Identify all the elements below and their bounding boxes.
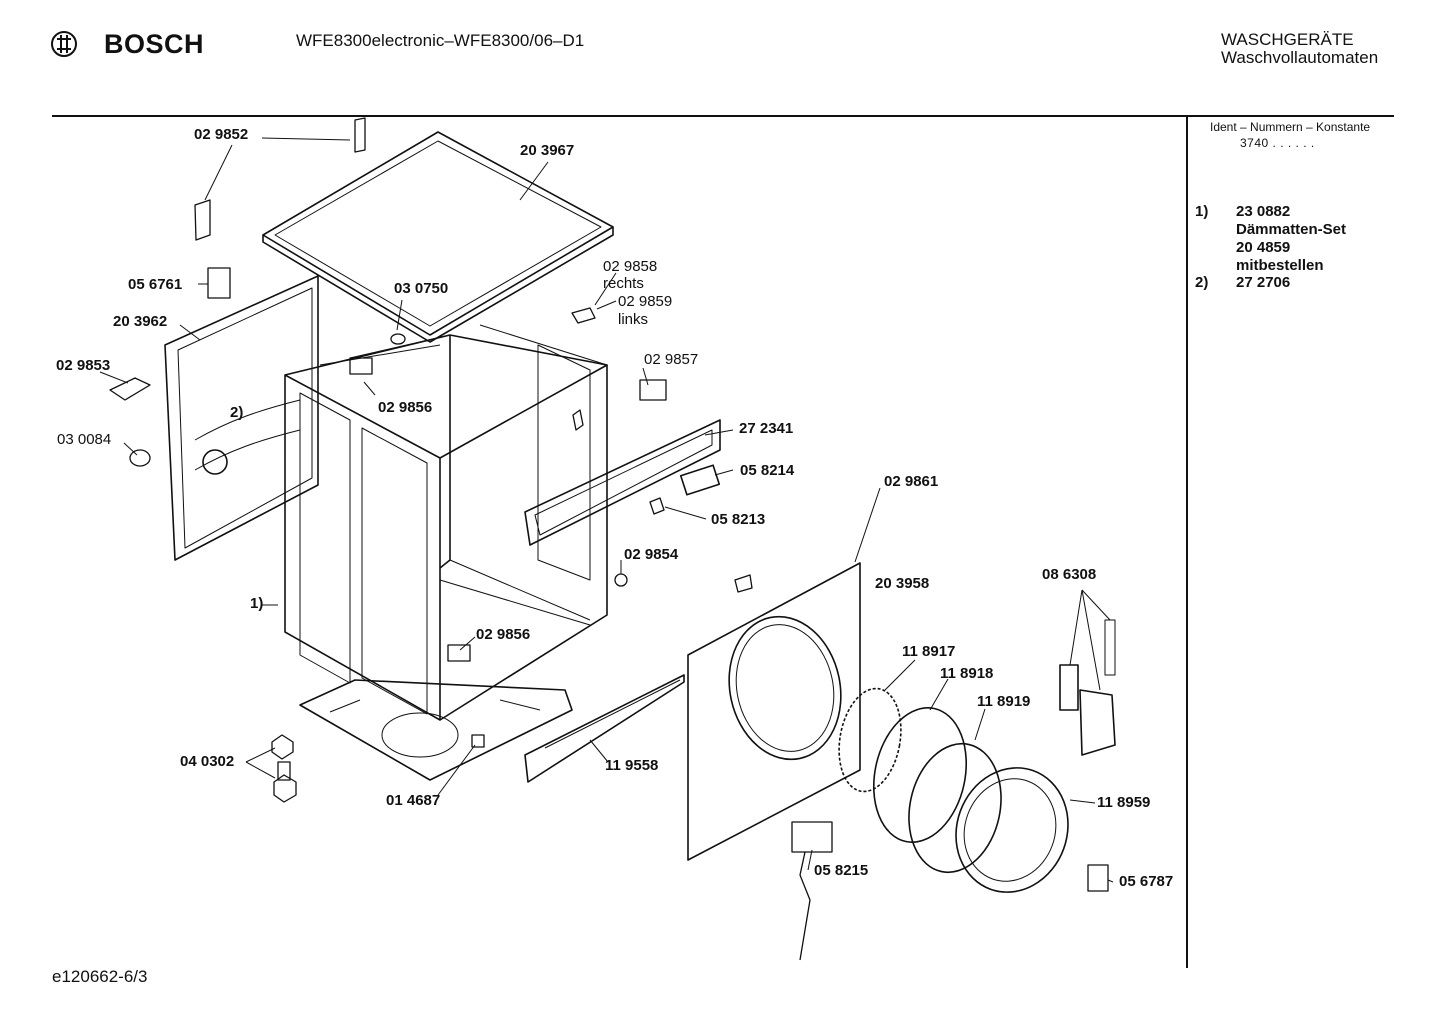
note-1-line-1: 23 0882 [1236, 203, 1291, 220]
part-label: 27 2341 [739, 420, 794, 437]
part-note: links [618, 311, 649, 328]
ident-value: 3740 . . . . . . [1240, 136, 1315, 150]
part-note: rechts [603, 275, 644, 292]
part-label: 08 6308 [1042, 566, 1097, 583]
model-title: WFE8300electronic–WFE8300/06–D1 [296, 31, 585, 50]
part-label: 05 8215 [814, 862, 869, 879]
note-marker-1: 1) [1195, 203, 1209, 220]
part-label: 02 9859 [618, 293, 673, 310]
door-hinge [1060, 620, 1115, 755]
part-label: 11 8919 [977, 693, 1031, 710]
part-label: 02 9861 [884, 473, 939, 490]
part-label: 02 9858 [603, 258, 658, 275]
part-label: 20 3962 [113, 313, 168, 330]
part-label: 02 9853 [56, 357, 111, 374]
part-label: 02 9854 [624, 546, 679, 563]
note-1-line-3: 20 4859 [1236, 239, 1291, 256]
top-lid [263, 132, 613, 342]
sidebar-divider [1186, 116, 1188, 968]
part-label: 20 3967 [520, 142, 575, 159]
category-title: WASCHGERÄTE [1221, 30, 1354, 49]
exploded-view-drawing [0, 0, 1186, 1019]
base-plate [300, 680, 572, 780]
part-label: 05 6761 [128, 276, 183, 293]
part-label: 01 4687 [386, 792, 441, 809]
part-label: 20 3958 [875, 575, 930, 592]
part-label: 02 9852 [194, 126, 249, 143]
part-label: 11 8918 [940, 665, 994, 682]
note-1-line-4: mitbestellen [1236, 257, 1324, 274]
drawing-reference: e120662-6/3 [52, 967, 148, 986]
part-label: 02 9857 [644, 351, 699, 368]
part-label: 04 0302 [180, 753, 235, 770]
part-label: 02 9856 [476, 626, 531, 643]
front-panel [688, 563, 860, 860]
note-2-line-1: 27 2706 [1236, 274, 1291, 291]
category-subtitle: Waschvollautomaten [1221, 48, 1379, 67]
part-label: 11 9558 [605, 757, 659, 774]
part-label: 05 8213 [711, 511, 766, 528]
kick-strip [525, 675, 684, 782]
part-label: 11 8959 [1097, 794, 1151, 811]
note-1-line-2: Dämmatten-Set [1236, 221, 1347, 238]
part-label: 02 9856 [378, 399, 433, 416]
part-label: 11 8917 [902, 643, 956, 660]
rear-panel [165, 276, 318, 560]
bosch-logo-icon [51, 31, 77, 57]
part-label: 05 8214 [740, 462, 795, 479]
part-label: 03 0750 [394, 280, 449, 297]
reference-marker: 2) [230, 404, 244, 421]
leader-lines [100, 138, 1113, 882]
control-panel-strip [525, 420, 720, 545]
cabinet-frame [285, 325, 607, 720]
ident-title: Ident – Nummern – Konstante [1210, 120, 1371, 134]
reference-marker: 1) [250, 595, 264, 612]
header-divider [52, 115, 1394, 117]
part-label: 05 6787 [1119, 873, 1174, 890]
part-label: 03 0084 [57, 431, 112, 448]
note-marker-2: 2) [1195, 274, 1209, 291]
brand-name: BOSCH [104, 29, 205, 59]
door-rings [831, 684, 1085, 908]
small-parts [110, 118, 1108, 960]
